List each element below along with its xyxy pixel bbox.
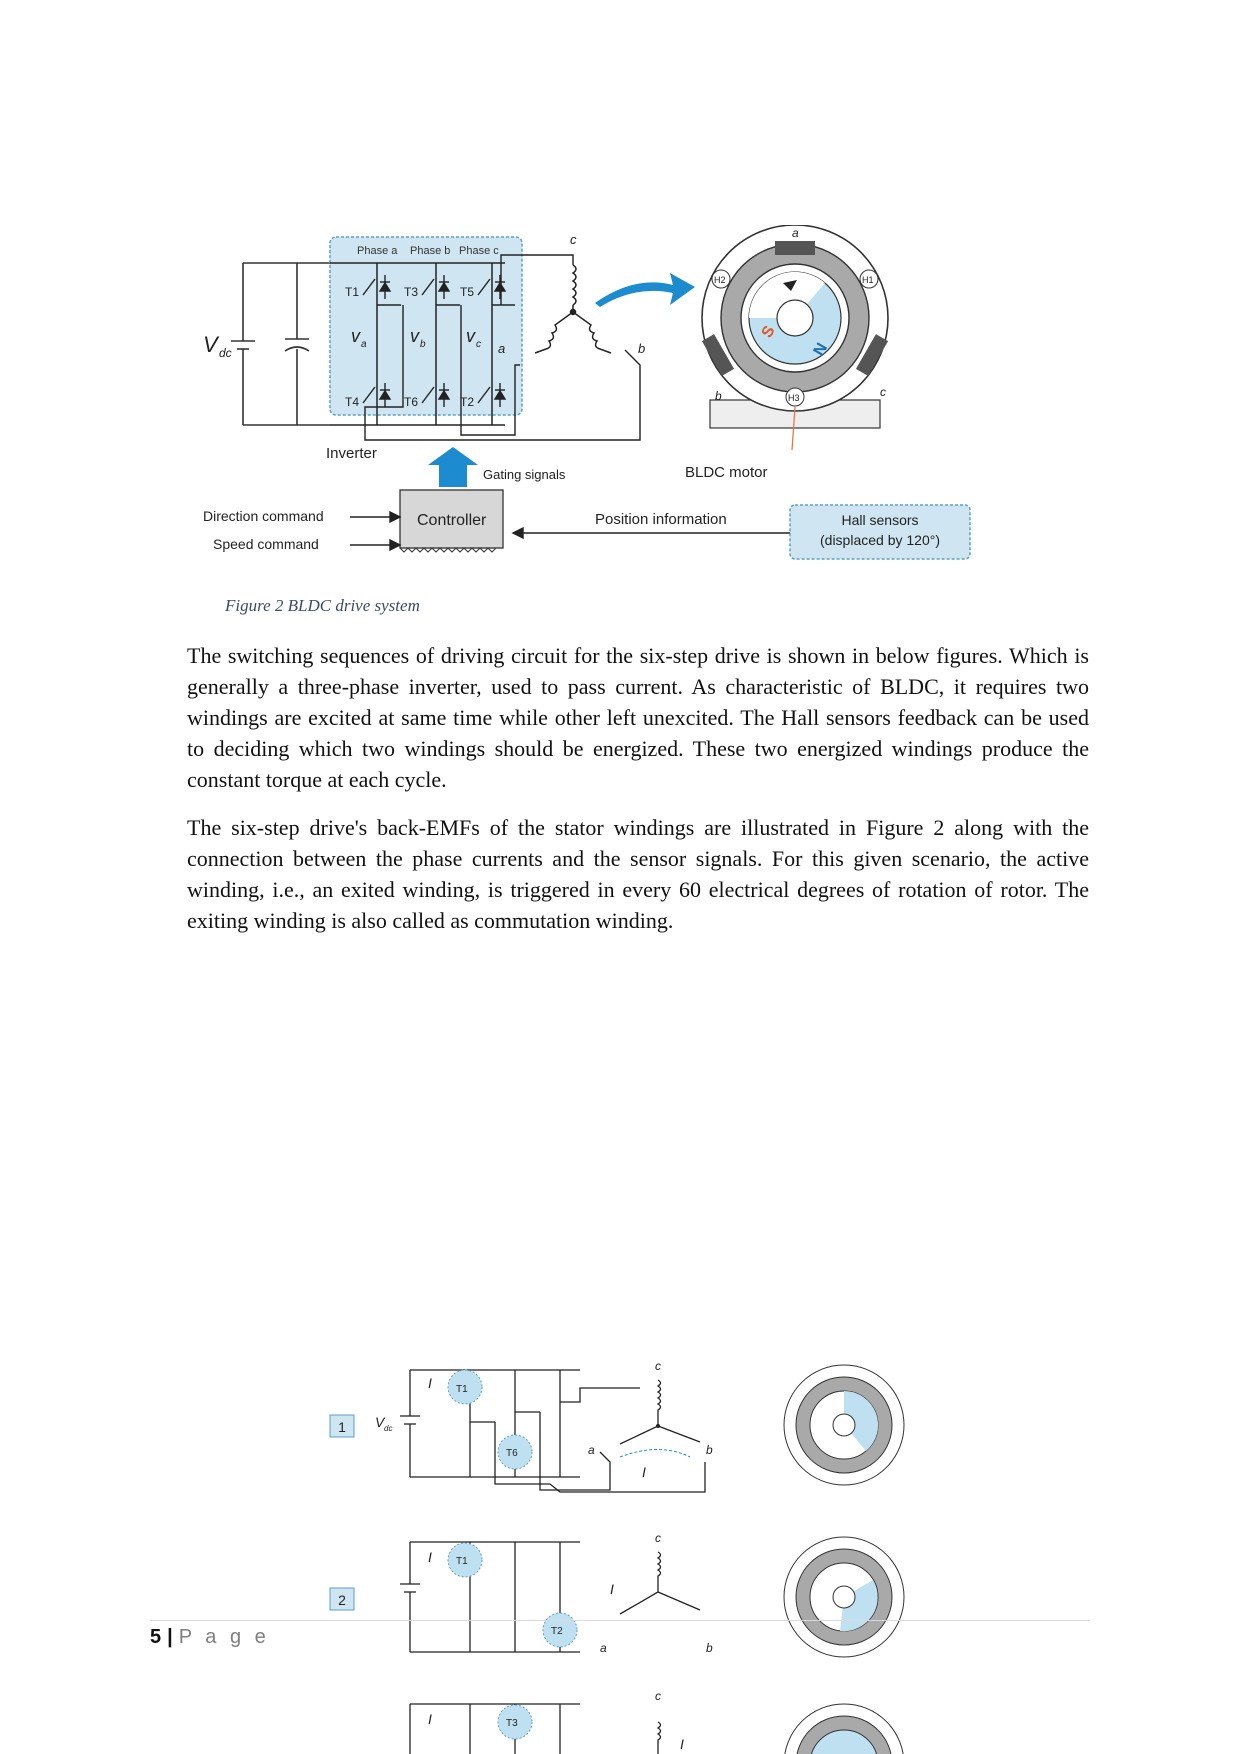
vdc-label: V: [203, 332, 220, 357]
page-label: P a g e: [178, 1626, 270, 1648]
svg-text:1: 1: [338, 1419, 346, 1435]
h1-label: H1: [862, 275, 874, 285]
hall-sensors-box: [789, 504, 971, 560]
t2-label: T2: [460, 395, 474, 409]
h2-label: H2: [714, 275, 726, 285]
gating-arrow-icon: [428, 447, 478, 487]
phase-b-label: Phase b: [410, 245, 450, 257]
footer-separator: |: [167, 1626, 173, 1648]
coil-a-label: a: [498, 341, 505, 356]
svg-text:I: I: [610, 1581, 614, 1597]
dc-source: [231, 262, 330, 426]
controller-label: Controller: [417, 512, 487, 529]
motor-b-label: b: [715, 389, 722, 403]
phase-c-label: Phase c: [459, 245, 499, 257]
paragraph-1: The switching sequences of driving circu…: [187, 643, 1089, 792]
svg-text:T1: T1: [456, 1384, 468, 1395]
footer-divider: [150, 1620, 1090, 1621]
svg-text:2: 2: [338, 1592, 346, 1608]
svg-text:c: c: [655, 1359, 661, 1373]
svg-text:T6: T6: [506, 1448, 518, 1459]
svg-text:c: c: [655, 1689, 661, 1703]
page-footer: 5|P a g e: [150, 1626, 270, 1649]
svg-text:I: I: [428, 1711, 432, 1727]
h3-label: H3: [788, 393, 800, 403]
gating-label: Gating signals: [483, 467, 566, 482]
step-3: T3 I I c: [409, 1689, 904, 1754]
svg-text:b: b: [706, 1641, 713, 1655]
stator-coils: [534, 264, 612, 354]
t6-label: T6: [404, 395, 418, 409]
bldc-drive-diagram: V dc Phase a Phase b Phase c T1 T3 T5 T4…: [203, 225, 971, 560]
arrow-to-motor-icon: [595, 273, 695, 307]
phase-a-label: Phase a: [357, 245, 398, 257]
figure-caption: Figure 2 BLDC drive system: [225, 596, 420, 615]
step-2: 2 T1 T2 I I c a b: [329, 1531, 905, 1658]
vb-label: v: [410, 326, 420, 346]
vb-sub: b: [420, 339, 426, 350]
svg-text:T1: T1: [456, 1556, 468, 1567]
inverter-label: Inverter: [326, 445, 377, 462]
switches: [362, 275, 507, 407]
va-sub: a: [361, 339, 367, 350]
svg-text:T2: T2: [551, 1626, 563, 1637]
t5-label: T5: [460, 285, 474, 299]
speed-label: Speed command: [213, 536, 319, 552]
t3-label: T3: [404, 285, 418, 299]
step-1: 1 V dc T1 T6 I c a b I: [329, 1359, 905, 1493]
direction-label: Direction command: [203, 508, 324, 524]
svg-text:T3: T3: [506, 1718, 518, 1729]
motor-a-label: a: [792, 226, 799, 240]
hall-sensors-label: Hall sensors: [841, 512, 918, 528]
vdc-sub: dc: [219, 346, 232, 360]
vc-sub: c: [476, 339, 481, 350]
controller-box: [399, 489, 504, 549]
svg-text:I: I: [428, 1375, 432, 1391]
page-number: 5: [150, 1626, 162, 1648]
svg-text:I: I: [642, 1464, 646, 1480]
six-step-sequence-diagram: 1 V dc T1 T6 I c a b I: [329, 1359, 905, 1754]
bldc-motor: [701, 225, 889, 451]
hall-displaced-label: (displaced by 120°): [820, 532, 940, 548]
svg-text:a: a: [588, 1443, 595, 1457]
bldc-motor-label: BLDC motor: [685, 464, 768, 481]
t1-label: T1: [345, 285, 359, 299]
coil-b-label: b: [638, 341, 645, 356]
coil-c-label: c: [570, 232, 577, 247]
svg-text:V: V: [375, 1414, 386, 1430]
svg-text:I: I: [428, 1549, 432, 1565]
position-label: Position information: [595, 511, 727, 528]
svg-text:c: c: [655, 1531, 661, 1545]
svg-text:I: I: [680, 1736, 684, 1752]
svg-text:a: a: [600, 1641, 607, 1655]
inverter-box: [329, 236, 523, 416]
vc-label: v: [466, 326, 476, 346]
paragraph-2: The six-step drive's back-EMFs of the st…: [187, 815, 1089, 933]
va-label: v: [351, 326, 361, 346]
motor-c-label: c: [880, 385, 886, 399]
svg-text:dc: dc: [384, 1424, 392, 1433]
t4-label: T4: [345, 395, 359, 409]
svg-text:b: b: [706, 1443, 713, 1457]
